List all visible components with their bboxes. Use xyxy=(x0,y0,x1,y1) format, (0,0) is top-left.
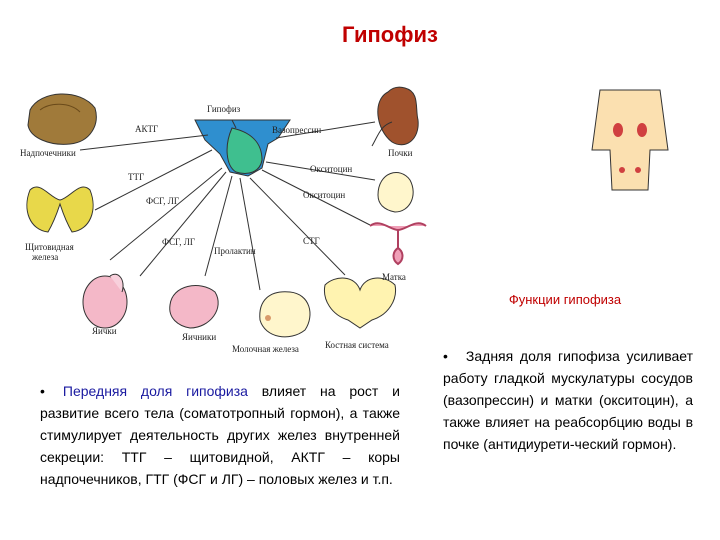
label-matka: Матка xyxy=(382,272,406,282)
label-stg: СТГ xyxy=(303,236,320,246)
kidney-icon xyxy=(371,86,419,147)
ovary-icon xyxy=(169,285,219,329)
page-title: Гипофиз xyxy=(342,22,438,47)
testis-icon xyxy=(82,273,128,329)
label-aktg: АКТГ xyxy=(135,124,158,134)
label-shchitovidnaya-2: железа xyxy=(31,252,58,262)
label-kostnaya: Костная система xyxy=(325,340,389,350)
label-pochki: Почки xyxy=(388,148,413,158)
bladder-icon xyxy=(377,172,414,213)
label-prolaktin: Пролактин xyxy=(214,246,256,256)
posterior-lobe-text: •Задняя доля гипофиза усиливает работу г… xyxy=(443,345,693,455)
bullet: • xyxy=(40,383,45,399)
posterior-lobe-body: Задняя доля гипофиза усиливает работу гл… xyxy=(443,348,693,452)
label-yaichki: Яички xyxy=(92,326,117,336)
subtitle: Функции гипофиза xyxy=(508,292,622,307)
human-body-icon xyxy=(591,89,669,191)
pituitary-diagram: Гипофиз АКТГ ТТГ ФСГ, ЛГ ФСГ, ЛГ Пролакт… xyxy=(20,86,669,354)
bullet: • xyxy=(443,348,448,364)
label-yaichniki: Яичники xyxy=(182,332,216,342)
anterior-lobe-body: влияет на рост и развитие всего тела (со… xyxy=(40,383,400,487)
anterior-lobe-text: • Передняя доля гипофиза влияет на рост и… xyxy=(40,380,400,490)
anterior-lobe-highlight: Передняя доля гипофиза xyxy=(62,383,248,399)
label-shchitovidnaya-1: Щитовидная xyxy=(25,242,74,252)
label-oksitocin-1: Окситоцин xyxy=(310,164,352,174)
label-molochnaya: Молочная железа xyxy=(232,344,299,354)
pelvis-icon xyxy=(323,277,397,329)
label-ttg: ТТГ xyxy=(128,172,144,182)
label-fsg-lg-1: ФСГ, ЛГ xyxy=(146,196,179,206)
label-gipofiz: Гипофиз xyxy=(207,104,241,114)
pituitary-gland xyxy=(194,119,291,177)
label-fsg-lg-2: ФСГ, ЛГ xyxy=(162,237,195,247)
label-nadpochechniki: Надпочечники xyxy=(20,148,76,158)
label-vazopressin: Вазопрессин xyxy=(272,125,321,135)
arrows xyxy=(79,121,376,291)
uterus-icon xyxy=(369,222,427,266)
adrenal-gland-icon xyxy=(27,93,97,145)
thyroid-icon xyxy=(26,186,94,233)
label-oksitocin-2: Окситоцин xyxy=(303,190,345,200)
mammary-gland-icon xyxy=(259,291,311,338)
